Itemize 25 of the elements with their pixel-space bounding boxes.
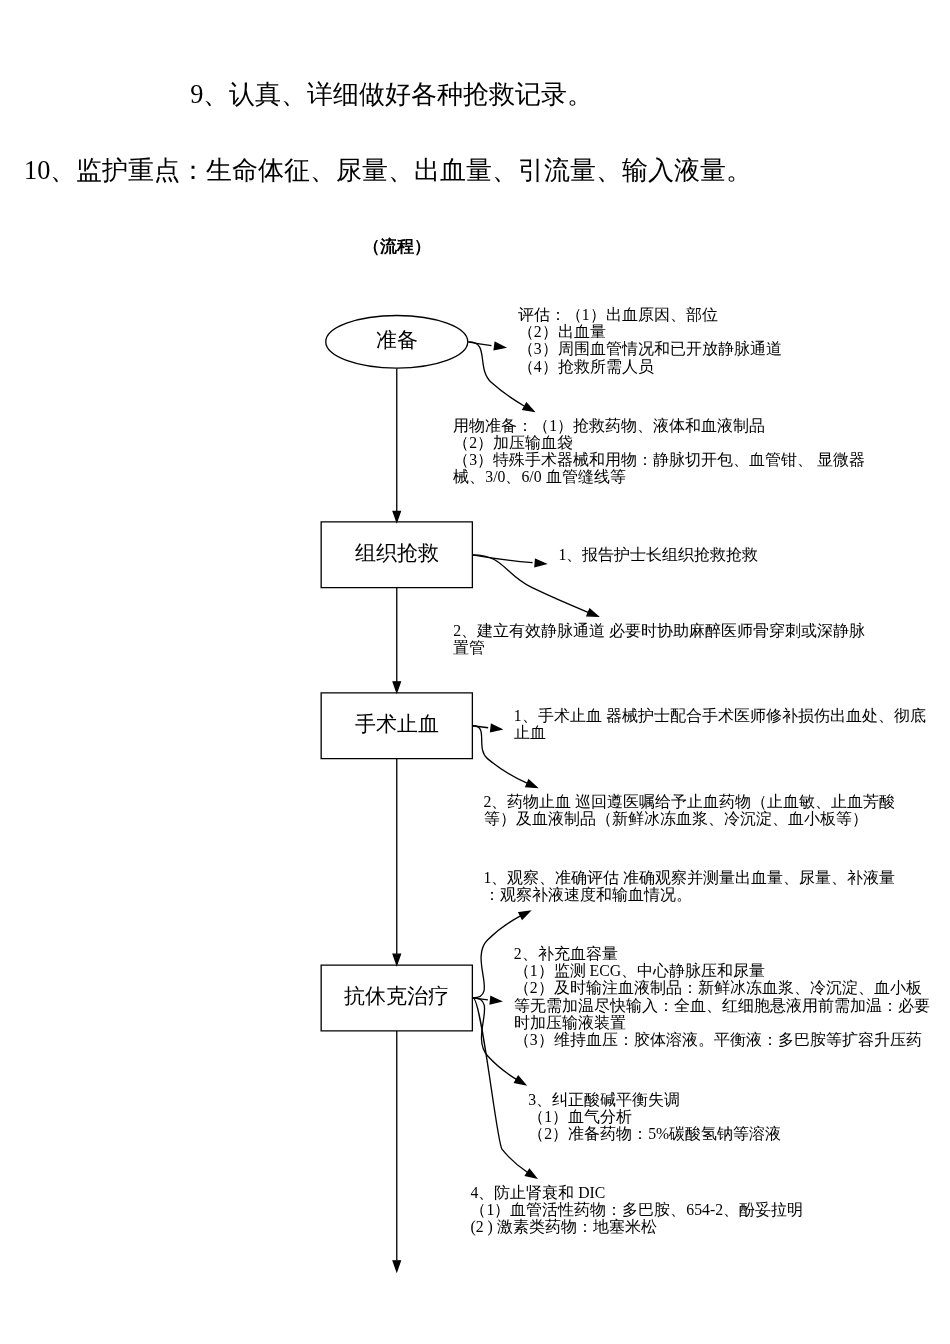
label: 9、认真、详细做好各种抢救记录。 [190,79,594,108]
node-text: 用物准备：（1）抢救药物、液体和血液制品 （2）加压输血袋 （3）特殊手术器械和用物：静脉切开包、血管钳、 显微器械、3/0、6/0 血管缝线等 [453,416,866,485]
node-box: 组织抢救 [320,520,474,588]
node-text: 1、手术止血 器械护士配合手术医师修补损伤出血处、彻底止血 [513,706,926,741]
node-text: 2、建立有效静脉通道 必要时协助麻醉医师骨穿刺或深静脉置管 [453,621,866,656]
arrow [392,757,402,967]
label: 10、监护重点：生命体征、尿量、出血量、引流量、输入液量。 [24,155,753,185]
arrow [392,586,402,694]
node-box: 抗休克治疗 [320,963,474,1031]
node-box: 手术止血 [320,691,474,759]
node-text: 2、药物止血 巡回遵医嘱给予止血药物（止血敏、止血芳酸等）及血液制品（新鲜冰冻血浆、冷沉淀、血小板等） [483,792,896,827]
arrow [392,1029,402,1273]
node-text: 1、观察、准确评估 准确观察并测量出血量、尿量、补液量：观察补液速度和输血情况。 [483,868,896,903]
node-text: 1、报告护士长组织抢救抢救 [558,545,759,563]
arrow [467,340,508,351]
label: （流程） [362,236,431,256]
arrow [472,553,600,617]
node-text: 2、补充血容量 （1）监测 ECG、中心静脉压和尿量 （2）及时输注血液制品：新鲜冰冻血浆、冷沉淀、血小板等无需加温尽快输入：全血、红细胞悬液用前需加温：必要时加压输液装置 （3）维持血压：胶体溶液。平衡液：多巴胺等扩容升压药 [513,944,930,1048]
node-text: 3、纠正酸碱平衡失调 （1）血气分析 （2）准备药物：5%碳酸氢钠等溶液 [528,1090,782,1142]
arrow [468,340,536,412]
node-ellipse: 准备 [325,314,469,369]
node-text: 4、防止肾衰和 DIC （1）血管活性药物：多巴胺、654-2、酚妥拉明 (2 ) 激素类药物：地塞米松 [470,1183,804,1235]
node-text: 评估：（1）出血原因、部位 （2）出血量 （3）周围血管情况和已开放静脉通道 （4）抢救所需人员 [517,305,782,375]
arrow [471,553,548,567]
arrow [392,367,402,524]
